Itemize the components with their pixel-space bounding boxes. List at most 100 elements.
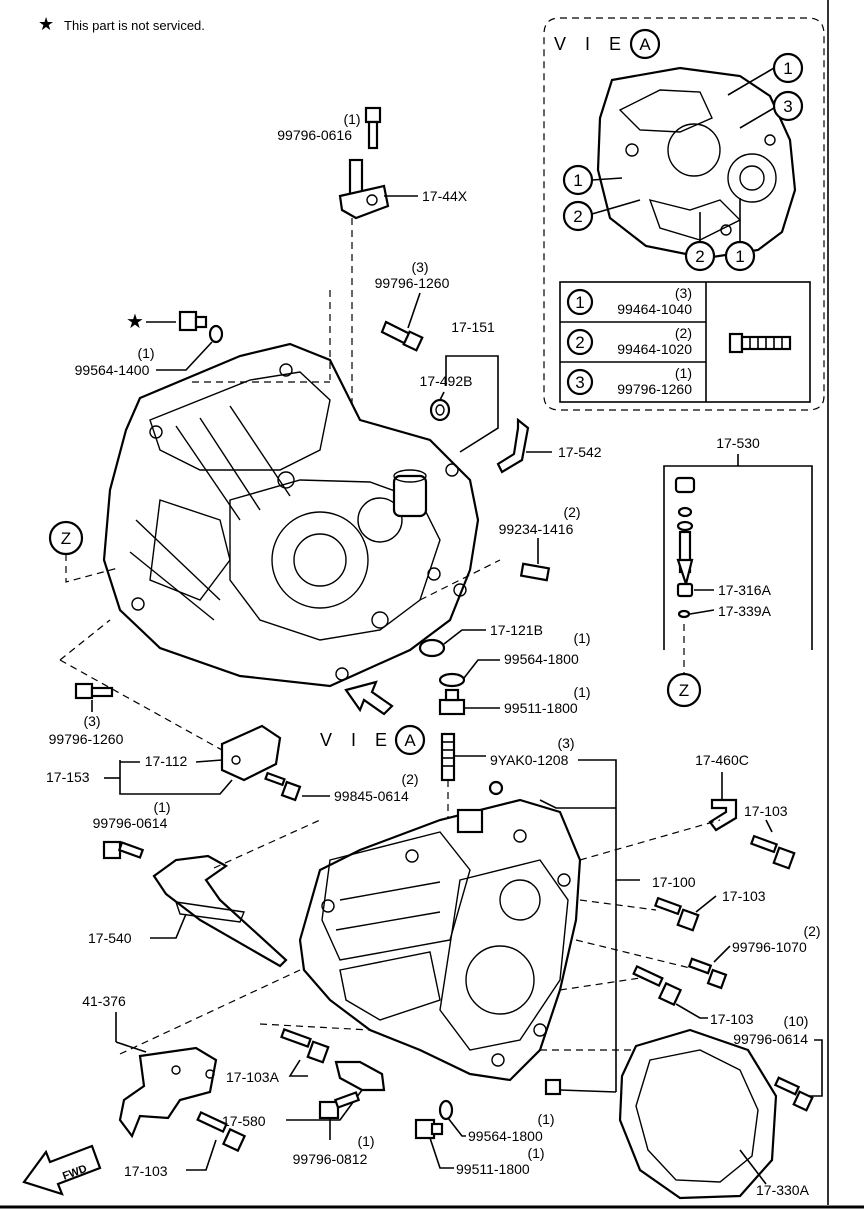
label-9yak0-qty: (3) [557,735,574,751]
label-99796-0616: 99796-0616 [277,127,352,143]
leader-17-540 [150,913,187,939]
leader-17-100-b [539,799,616,809]
part-17-339a [677,609,691,619]
svg-text:3: 3 [575,373,584,392]
svg-text:2: 2 [575,333,584,352]
part-17-316a [676,582,694,598]
bracket-41-376 [118,1046,218,1139]
label-17-103-b: 17-103 [722,888,766,904]
dash-lower-4 [575,939,691,969]
plate-17-112 [220,724,282,782]
label-17-316a: 17-316A [718,582,772,598]
label-99796-1260-top: 99796-1260 [375,275,450,291]
svg-text:1: 1 [575,293,584,312]
bolt-99796-1260-left [74,682,114,700]
label-99564-1800-b-qty: (1) [537,1111,554,1127]
leader-17-330a [739,1149,767,1185]
view-a-callout-1b: 1 [562,164,623,196]
transmission-case [298,780,582,1096]
svg-text:2: 2 [695,247,704,266]
view-a-border [543,17,825,411]
bracket-17-540 [152,854,288,968]
label-99796-1070: 99796-1070 [732,939,807,955]
svg-text:3: 3 [783,97,792,116]
label-17-103a: 17-103A [226,1069,280,1085]
leader-17-121b [443,629,486,645]
svg-text:1: 1 [573,171,582,190]
leader-41-376-b [115,1041,147,1053]
svg-text:2: 2 [573,207,582,226]
bolt-17-103-d [196,1110,247,1153]
stud-9yak0-1208 [440,732,456,782]
bolt-99796-0614-a [102,840,145,860]
view-a-callout-3: 3 [739,90,804,129]
svg-text:(3): (3) [675,285,692,301]
view-a-callout-2b: 2 [684,212,716,272]
washer-99564-1800-a [438,672,466,688]
label-99796-1260-left-qty: (3) [83,713,100,729]
bracket-17-542 [496,417,530,474]
label-99511-1800-b: 99511-1800 [456,1161,530,1177]
marker-z-right-letter: Z [679,681,689,700]
leader-17-339a [689,609,715,615]
label-17-460c: 17-460C [695,752,749,768]
leader-17-103-d [186,1139,217,1171]
view-a-housing [596,66,797,260]
bolt-17-103-a [749,834,796,870]
star-icon: ★ [126,311,144,333]
view-a-letter-circle [629,28,661,60]
bolt-99796-1260-top [380,320,424,352]
label-99796-1070-qty: (2) [803,923,820,939]
view-a-letter: A [639,35,651,54]
dash-lower-3 [579,899,657,911]
bolt-99796-1070 [687,957,728,990]
label-99796-0616-qty: (1) [343,111,360,127]
view-arrow-icon [344,680,394,716]
label-17-492b: 17-492B [420,373,473,389]
label-17-580: 17-580 [222,1113,266,1129]
leader-17-103a [288,1059,308,1077]
label-99564-1400-qty: (1) [137,345,154,361]
plug-99511-1800-b [414,1118,444,1140]
leader-17-103-b [695,895,717,913]
label-17-44x: 17-44X [422,188,468,204]
label-17-339a: 17-339A [718,603,772,619]
clutch-housing [102,342,480,688]
bolt-99796-0614-b [773,1076,814,1112]
label-99845-0614-qty: (2) [401,771,418,787]
label-9yak0: 9YAK0-1208 [490,752,569,768]
dash-z-top [65,554,119,583]
leader-99796-1070 [713,945,731,963]
view-a-arrow-letter: A [404,731,416,750]
label-99796-0614-a-qty: (1) [153,799,170,815]
dash-lower-7 [259,1023,371,1031]
label-99796-0614-a: 99796-0614 [93,815,168,831]
label-99511-1800-a: 99511-1800 [504,700,578,716]
washer-99564-1800-b [438,1099,454,1121]
pin-icon [488,780,504,796]
leader-99511-1800-b [429,1137,454,1169]
leader-17-492b [439,391,445,401]
leader-99564-1400 [156,341,213,371]
sensor-17-44x [338,158,390,220]
seal-17-492b [429,398,451,422]
svg-text:1: 1 [735,247,744,266]
svg-text:(1): (1) [675,365,692,381]
dash-lower-1 [213,819,321,869]
label-17-121b: 17-121B [490,622,543,638]
view-a-inset: V I E W A 1 3 1 [543,17,825,411]
label-99796-0614-b: 99796-0614 [733,1031,808,1047]
bracket-17-580 [334,1060,386,1092]
label-17-112: 17-112 [145,753,188,769]
leader-99564-1800-b [447,1117,466,1137]
dash-housing-4 [59,659,241,761]
label-99564-1800-b: 99564-1800 [468,1128,543,1144]
dowel-99234-1416 [519,562,551,582]
label-17-530: 17-530 [716,435,760,451]
label-17-103-a: 17-103 [744,803,788,819]
plug-99511-1800-a [438,688,466,716]
label-99796-0614-b-qty: (10) [784,1013,809,1029]
label-99234-1416: 99234-1416 [499,521,574,537]
view-a-callout-2a: 2 [562,199,641,232]
